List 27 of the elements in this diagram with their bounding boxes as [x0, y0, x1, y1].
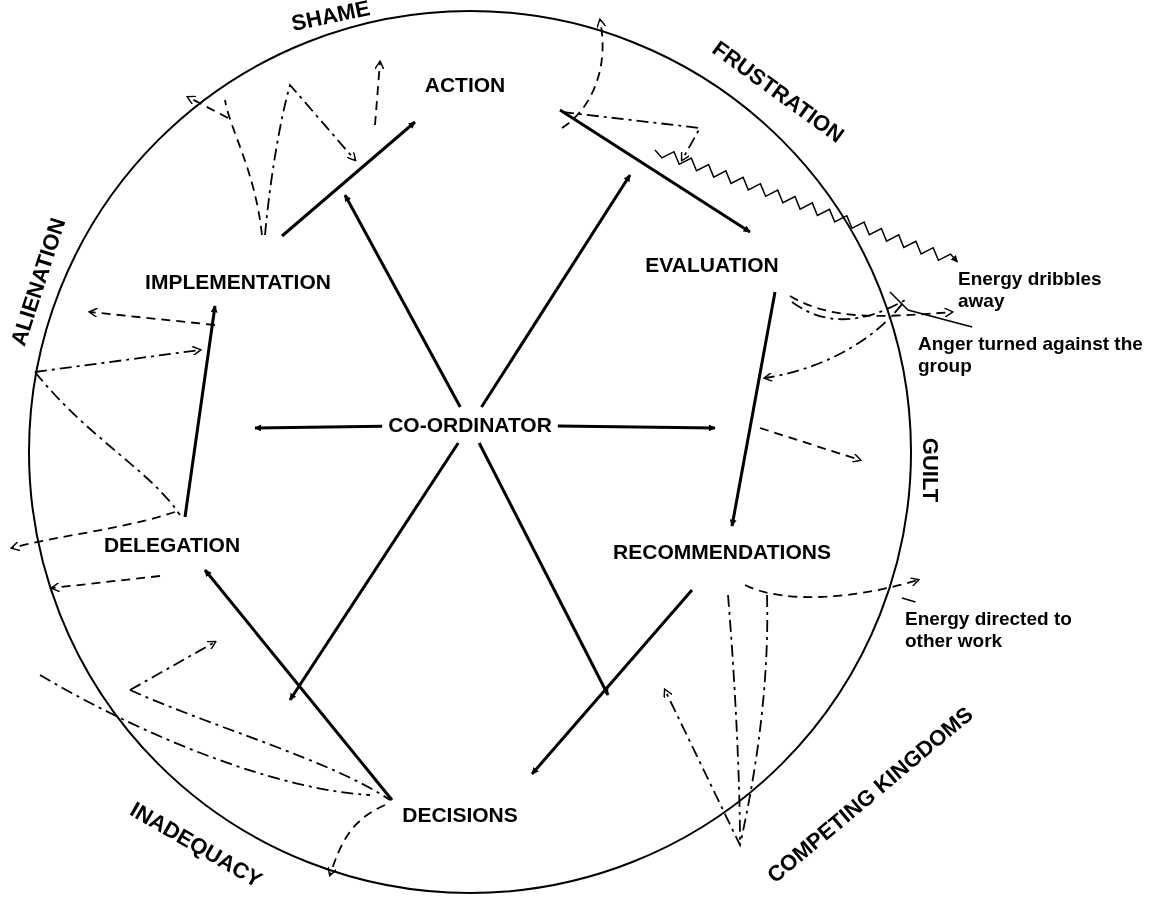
arrow	[729, 291, 777, 527]
arrow	[254, 424, 383, 432]
arrow	[477, 442, 610, 696]
stage-label: DECISIONS	[402, 803, 518, 827]
note-text: Anger turned against the group	[918, 333, 1156, 377]
note-text: Energy dribbles away	[958, 268, 1108, 312]
arrow	[343, 194, 462, 408]
arrow	[203, 569, 394, 801]
arrow	[480, 174, 632, 408]
curved-label: SHAME	[288, 0, 372, 37]
stage-label: RECOMMENDATIONS	[613, 540, 831, 564]
arrow	[183, 305, 218, 518]
leader-line	[901, 597, 917, 603]
leader-line	[889, 291, 973, 328]
arrow	[557, 424, 716, 432]
wavy-arrow	[654, 149, 959, 263]
stage-label: DELEGATION	[103, 533, 241, 557]
stage-label: IMPLEMENTATION	[145, 270, 331, 294]
arrow	[559, 108, 751, 234]
stage-label: ACTION	[424, 73, 506, 97]
arrow	[288, 442, 460, 701]
arrow	[281, 120, 416, 238]
stage-label: EVALUATION	[645, 253, 779, 277]
arrow	[530, 589, 694, 775]
note-text: Energy directed to other work	[905, 608, 1115, 652]
stage-label: CO-ORDINATOR	[388, 413, 552, 437]
curved-label: GUILT	[917, 437, 944, 503]
